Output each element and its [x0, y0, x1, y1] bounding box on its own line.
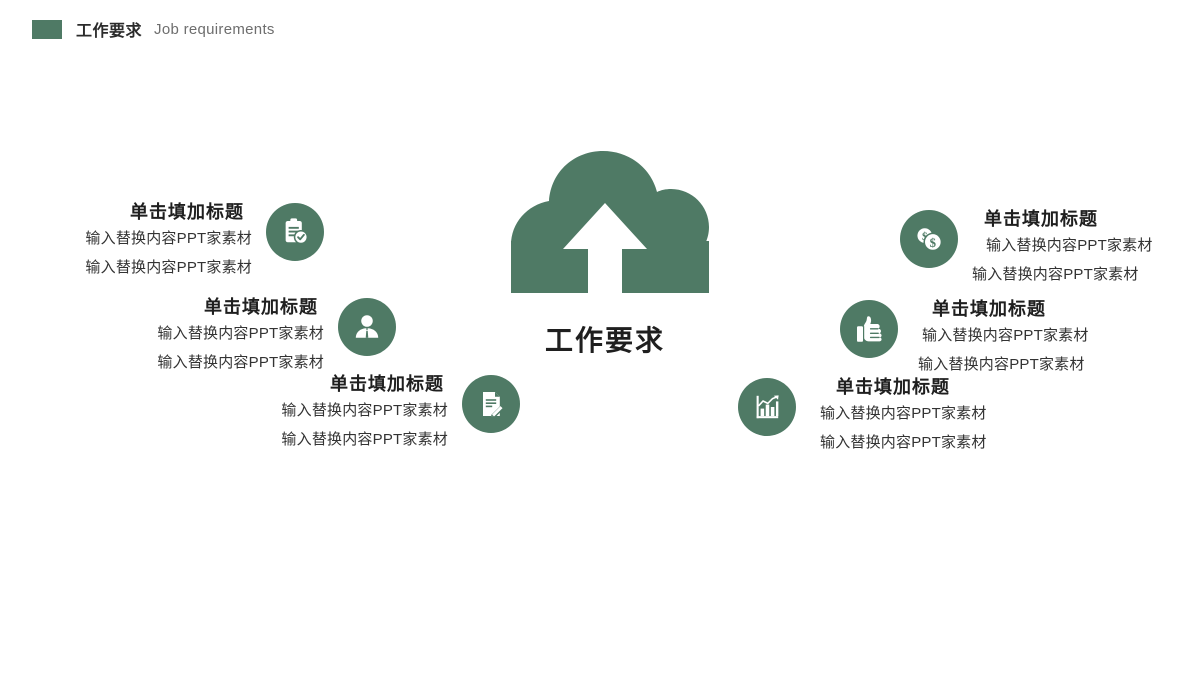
- money-coins-icon[interactable]: $ $: [900, 210, 958, 268]
- feature-item-1-text: 单击填加标题 输入替换内容PPT家素材 输入替换内容PPT家素材: [56, 203, 266, 275]
- feature-item-4[interactable]: $ $ 单击填加标题 输入替换内容PPT家素材 输入替换内容PPT家素材: [900, 210, 1168, 282]
- page-title: 工作要求: [76, 23, 143, 40]
- feature-item-2[interactable]: 单击填加标题 输入替换内容PPT家素材 输入替换内容PPT家素材: [128, 298, 396, 370]
- feature-item-5-line-1: 输入替换内容PPT家素材: [922, 327, 1089, 344]
- svg-text:$: $: [922, 231, 928, 243]
- feature-item-3-line-2: 输入替换内容PPT家素材: [281, 431, 448, 448]
- feature-item-3-text: 单击填加标题 输入替换内容PPT家素材 输入替换内容PPT家素材: [252, 375, 462, 447]
- feature-item-1-title: 单击填加标题: [130, 202, 244, 222]
- feature-item-5-line-2: 输入替换内容PPT家素材: [918, 356, 1085, 373]
- feature-item-1-line-2: 输入替换内容PPT家素材: [85, 259, 252, 276]
- feature-item-2-title: 单击填加标题: [204, 297, 318, 317]
- feature-item-2-text: 单击填加标题 输入替换内容PPT家素材 输入替换内容PPT家素材: [128, 298, 338, 370]
- bar-chart-icon[interactable]: [738, 378, 796, 436]
- svg-text:$: $: [930, 236, 937, 250]
- center-hero: 工作要求: [480, 145, 730, 359]
- feature-item-3-title: 单击填加标题: [330, 374, 444, 394]
- document-pencil-icon[interactable]: [462, 375, 520, 433]
- page-subtitle: Job requirements: [154, 20, 275, 38]
- feature-item-5-text: 单击填加标题 输入替换内容PPT家素材 输入替换内容PPT家素材: [898, 300, 1108, 372]
- feature-item-4-line-2: 输入替换内容PPT家素材: [972, 266, 1139, 283]
- feature-item-5-title: 单击填加标题: [932, 299, 1046, 319]
- feature-item-2-line-2: 输入替换内容PPT家素材: [157, 354, 324, 371]
- user-person-icon[interactable]: [338, 298, 396, 356]
- cloud-upload-icon: [495, 145, 715, 305]
- feature-item-4-text: 单击填加标题 输入替换内容PPT家素材 输入替换内容PPT家素材: [958, 210, 1168, 282]
- clipboard-check-icon[interactable]: [266, 203, 324, 261]
- feature-item-1-line-1: 输入替换内容PPT家素材: [85, 230, 252, 247]
- feature-item-1[interactable]: 单击填加标题 输入替换内容PPT家素材 输入替换内容PPT家素材: [56, 203, 324, 275]
- feature-item-2-line-1: 输入替换内容PPT家素材: [157, 325, 324, 342]
- slide-header: 工作要求 Job requirements: [32, 16, 275, 42]
- feature-item-4-line-1: 输入替换内容PPT家素材: [986, 237, 1153, 254]
- feature-item-3-line-1: 输入替换内容PPT家素材: [281, 402, 448, 419]
- feature-item-6[interactable]: 单击填加标题 输入替换内容PPT家素材 输入替换内容PPT家素材: [738, 378, 1006, 450]
- header-color-swatch: [32, 19, 62, 39]
- feature-item-6-line-1: 输入替换内容PPT家素材: [820, 405, 987, 422]
- feature-item-4-title: 单击填加标题: [984, 209, 1098, 229]
- feature-item-3[interactable]: 单击填加标题 输入替换内容PPT家素材 输入替换内容PPT家素材: [252, 375, 520, 447]
- center-caption: 工作要求: [544, 325, 665, 356]
- feature-item-6-line-2: 输入替换内容PPT家素材: [820, 434, 987, 451]
- feature-item-6-text: 单击填加标题 输入替换内容PPT家素材 输入替换内容PPT家素材: [796, 378, 1006, 450]
- thumbs-up-icon[interactable]: [840, 300, 898, 358]
- feature-item-5[interactable]: 单击填加标题 输入替换内容PPT家素材 输入替换内容PPT家素材: [840, 300, 1108, 372]
- feature-item-6-title: 单击填加标题: [836, 377, 950, 397]
